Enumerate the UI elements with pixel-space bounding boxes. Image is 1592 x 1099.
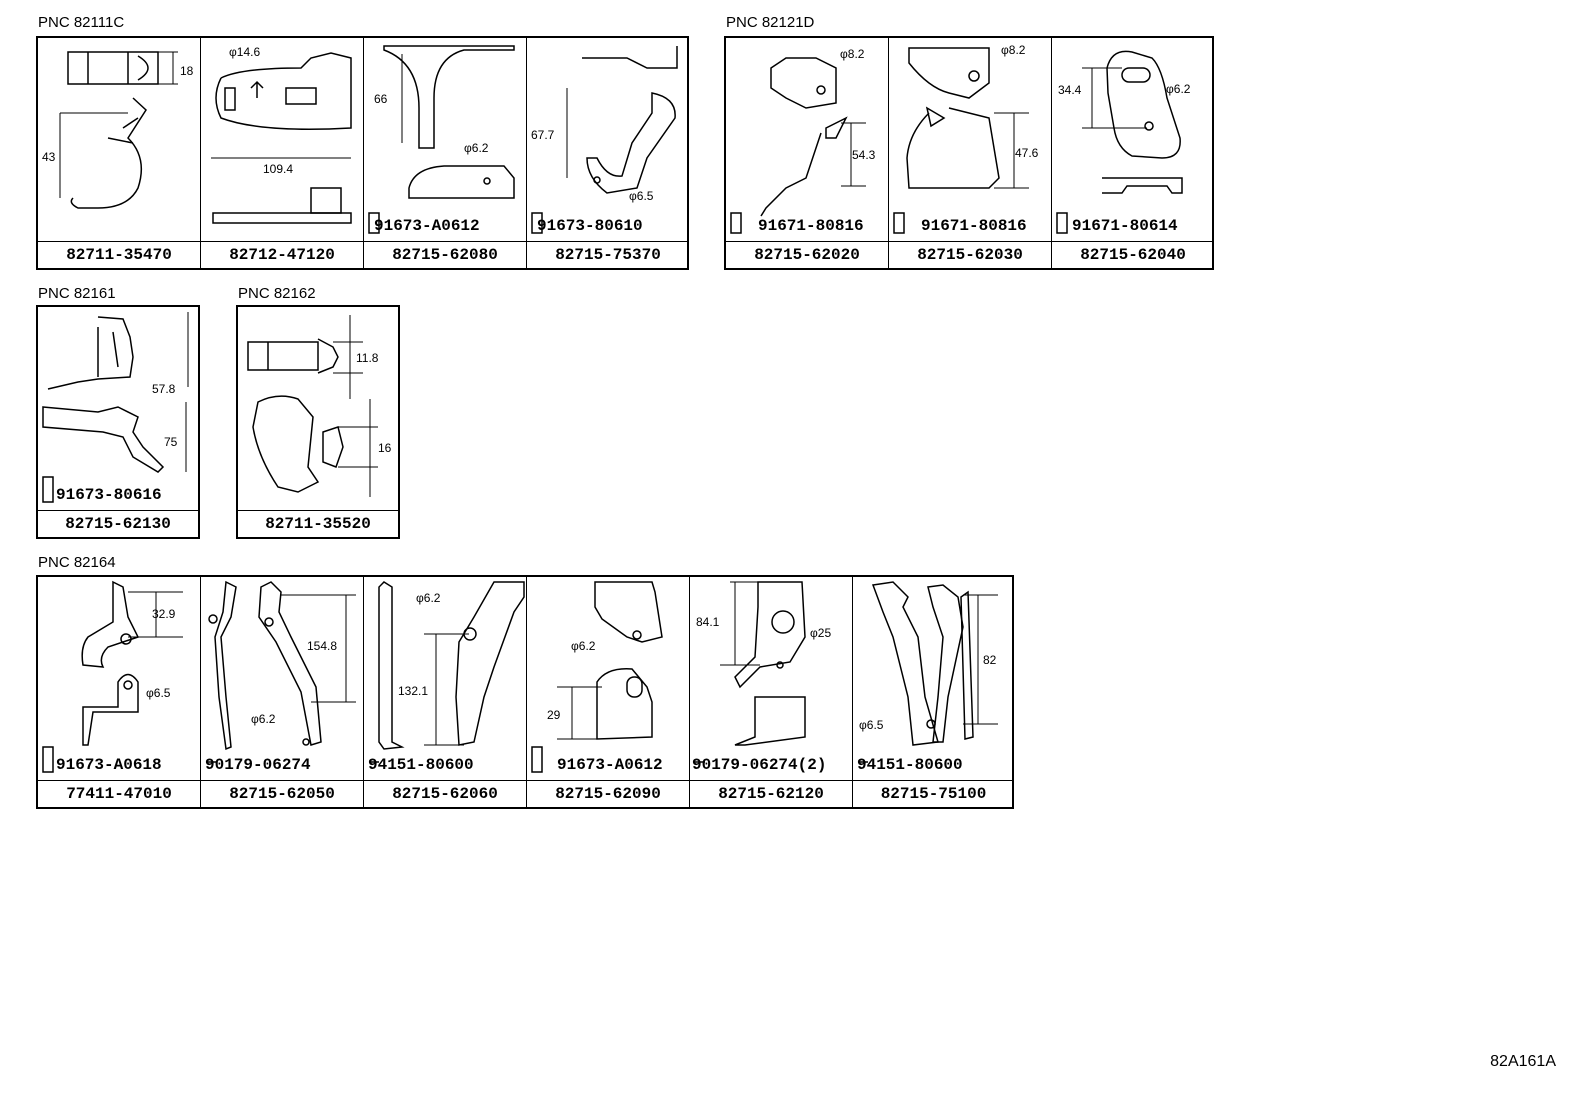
part-number[interactable]: 82715-75370 — [527, 241, 689, 270]
dimension-label: φ6.5 — [146, 686, 171, 700]
dimension-label: φ6.2 — [416, 591, 441, 605]
part-cell[interactable]: 84.1 φ25 90179-06274(2) 82715-62120 — [690, 577, 853, 807]
dimension-label: φ14.6 — [229, 45, 261, 59]
dimension-label: 82 — [983, 653, 997, 667]
bolt-part-number[interactable]: 91673-A0612 — [374, 217, 480, 235]
dimension-label: 84.1 — [696, 615, 720, 629]
dimension-label: 57.8 — [152, 382, 176, 396]
dimension-label: 18 — [180, 64, 194, 78]
dimension-label: 132.1 — [398, 684, 429, 698]
part-number[interactable]: 82715-62080 — [364, 241, 526, 270]
part-number[interactable]: 82712-47120 — [201, 241, 363, 270]
bolt-part-number[interactable]: 91673-80610 — [537, 217, 643, 235]
bolt-part-number[interactable]: 91673-80616 — [56, 486, 162, 504]
part-cell[interactable]: 34.4 φ6.2 91671-80614 82715-62040 — [1052, 38, 1214, 268]
bolt-part-number[interactable]: 91673-A0612 — [557, 756, 663, 774]
dimension-label: 43 — [42, 150, 56, 164]
part-drawing — [730, 57, 866, 234]
part-number[interactable]: 77411-47010 — [38, 780, 200, 809]
bolt-part-number[interactable]: 94151-80600 — [857, 756, 963, 774]
part-drawing — [59, 51, 178, 209]
dimension-label: φ6.5 — [859, 718, 884, 732]
dimension-label: 109.4 — [263, 162, 294, 176]
dimension-label: φ6.2 — [1166, 82, 1191, 96]
dimension-label: 66 — [374, 92, 388, 106]
part-cell[interactable]: φ14.6 109.4 82712-47120 — [201, 38, 364, 268]
part-cell[interactable]: 32.9 φ6.5 91673-A0618 77411-47010 — [38, 577, 201, 807]
dimension-label: φ6.2 — [251, 712, 276, 726]
dimension-label: 67.7 — [531, 128, 555, 142]
dimension-label: 75 — [164, 435, 178, 449]
part-group-82162: 11.8 16 82711-35520 — [236, 305, 400, 539]
pnc-label: PNC 82161 — [38, 285, 116, 302]
pnc-label: PNC 82164 — [38, 554, 116, 571]
dimension-label: 16 — [378, 441, 392, 455]
dimension-label: 54.3 — [852, 148, 876, 162]
part-number[interactable]: 82715-62020 — [726, 241, 888, 270]
part-number[interactable]: 82711-35520 — [238, 510, 398, 539]
part-cell[interactable]: 18 43 82711-35470 — [38, 38, 201, 268]
dimension-label: 29 — [547, 708, 561, 722]
bolt-part-number[interactable]: 94151-80600 — [368, 756, 474, 774]
part-cell[interactable]: 11.8 16 82711-35520 — [238, 307, 398, 537]
dimension-label: φ6.2 — [571, 639, 596, 653]
part-number[interactable]: 82715-62090 — [527, 780, 689, 809]
part-group-82164: 32.9 φ6.5 91673-A0618 77411-47010 154.8 … — [36, 575, 1014, 809]
dimension-label: 34.4 — [1058, 83, 1082, 97]
part-group-82161: 57.8 75 91673-80616 82715-62130 — [36, 305, 200, 539]
part-drawing — [42, 580, 183, 773]
dimension-label: φ6.2 — [464, 141, 489, 155]
part-cell[interactable]: φ8.2 54.3 91671-80816 82715-62020 — [726, 38, 889, 268]
pnc-label: PNC 82162 — [238, 285, 316, 302]
bolt-part-number[interactable]: 90179-06274(2) — [692, 756, 827, 774]
part-number[interactable]: 82715-62040 — [1052, 241, 1214, 270]
bolt-part-number[interactable]: 91671-80816 — [921, 217, 1027, 235]
part-drawing — [206, 580, 356, 763]
dimension-label: 47.6 — [1015, 146, 1039, 160]
dimension-label: φ25 — [810, 626, 832, 640]
dimension-label: 32.9 — [152, 607, 176, 621]
dimension-label: φ6.5 — [629, 189, 654, 203]
part-drawing — [695, 581, 806, 763]
part-drawing — [893, 47, 1029, 234]
part-drawing — [211, 52, 352, 224]
part-cell[interactable]: 57.8 75 91673-80616 82715-62130 — [38, 307, 198, 537]
part-drawing — [368, 45, 515, 234]
part-drawing — [42, 312, 189, 503]
part-drawing — [247, 315, 378, 497]
bolt-part-number[interactable]: 91673-A0618 — [56, 756, 162, 774]
part-cell[interactable]: φ6.2 132.1 94151-80600 82715-62060 — [364, 577, 527, 807]
part-drawing — [531, 581, 663, 773]
part-number[interactable]: 82715-62050 — [201, 780, 363, 809]
bolt-part-number[interactable]: 91671-80816 — [758, 217, 864, 235]
part-number[interactable]: 82711-35470 — [38, 241, 200, 270]
pnc-label: PNC 82121D — [726, 14, 815, 31]
bolt-part-number[interactable]: 91671-80614 — [1072, 217, 1178, 235]
dimension-label: φ8.2 — [1001, 43, 1026, 57]
dimension-label: 11.8 — [356, 351, 379, 365]
dimension-label: φ8.2 — [840, 47, 865, 61]
bolt-part-number[interactable]: 90179-06274 — [205, 756, 311, 774]
diagram-code: 82A161A — [1490, 1053, 1556, 1070]
part-drawing — [369, 581, 525, 763]
part-group-82111c: 18 43 82711-35470 φ14.6 109.4 82712-4712… — [36, 36, 689, 270]
dimension-label: 154.8 — [307, 639, 338, 653]
part-cell[interactable]: 82 φ6.5 94151-80600 82715-75100 — [853, 577, 1014, 807]
part-cell[interactable]: φ6.2 29 91673-A0612 82715-62090 — [527, 577, 690, 807]
part-number[interactable]: 82715-75100 — [853, 780, 1014, 809]
part-number[interactable]: 82715-62060 — [364, 780, 526, 809]
part-drawing — [858, 581, 998, 763]
part-group-82121d: φ8.2 54.3 91671-80816 82715-62020 φ8.2 4… — [724, 36, 1214, 270]
part-number[interactable]: 82715-62130 — [38, 510, 198, 539]
part-number[interactable]: 82715-62030 — [889, 241, 1051, 270]
part-number[interactable]: 82715-62120 — [690, 780, 852, 809]
part-cell[interactable]: φ8.2 47.6 91671-80816 82715-62030 — [889, 38, 1052, 268]
part-drawing — [531, 46, 678, 234]
part-cell[interactable]: 67.7 φ6.5 91673-80610 82715-75370 — [527, 38, 689, 268]
part-cell[interactable]: 66 φ6.2 91673-A0612 82715-62080 — [364, 38, 527, 268]
part-cell[interactable]: 154.8 φ6.2 90179-06274 82715-62050 — [201, 577, 364, 807]
pnc-label: PNC 82111C — [38, 14, 125, 31]
part-drawing — [1056, 50, 1183, 234]
